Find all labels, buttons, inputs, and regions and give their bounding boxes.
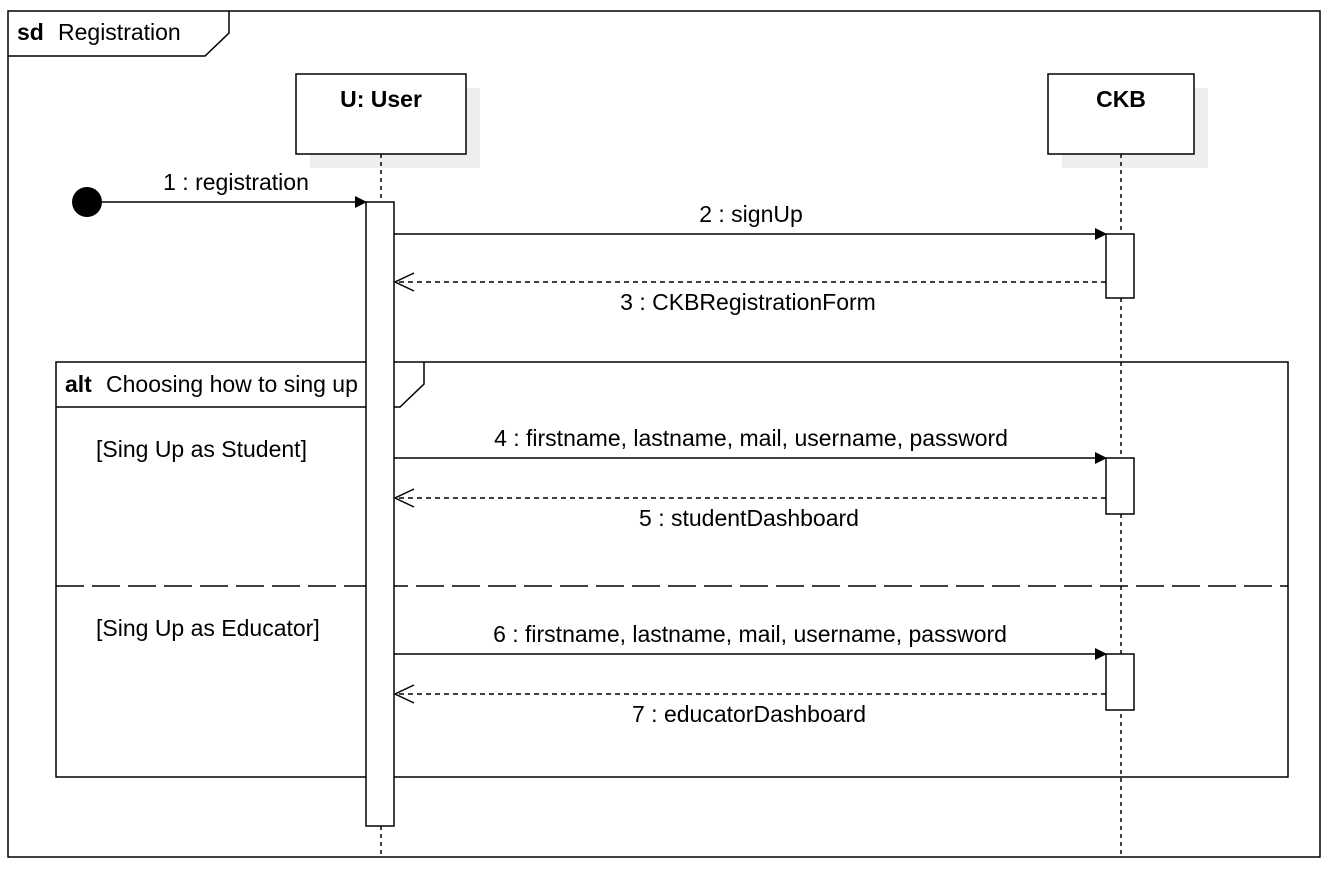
message-2-label: 2 : signUp [699, 201, 803, 227]
alt-fragment [55, 361, 1289, 778]
sd-frame-title: Registration [58, 19, 181, 45]
message-4-label: 4 : firstname, lastname, mail, username,… [494, 425, 1008, 451]
ckb-activation-1 [1105, 233, 1135, 299]
ckb-lifeline-head[interactable] [1047, 73, 1195, 155]
ckb-activation-2 [1105, 457, 1135, 515]
message-3-arrowhead [393, 272, 415, 292]
sd-frame-keyword: sd [17, 19, 44, 45]
alt-guard-student: [Sing Up as Student] [96, 436, 307, 462]
message-7-arrowhead [393, 684, 415, 704]
sd-frame-tab [8, 11, 230, 57]
ckb-lifeline-label: CKB [1096, 86, 1146, 112]
message-3-label: 3 : CKBRegistrationForm [620, 289, 876, 315]
message-7-label: 7 : educatorDashboard [632, 701, 866, 727]
ckb-activation-3 [1105, 653, 1135, 711]
user-lifeline-head[interactable] [295, 73, 467, 155]
alt-guard-educator: [Sing Up as Educator] [96, 615, 320, 641]
message-1-label: 1 : registration [163, 169, 309, 195]
alt-fragment-operator: alt [65, 371, 92, 397]
sd-frame [7, 10, 1321, 858]
message-5-arrowhead [393, 488, 415, 508]
alt-fragment-condition: Choosing how to sing up [106, 371, 358, 397]
user-lifeline-label: U: User [340, 86, 422, 112]
user-activation [365, 201, 395, 827]
alt-fragment-tab [56, 362, 425, 408]
message-5-label: 5 : studentDashboard [639, 505, 859, 531]
message-6-label: 6 : firstname, lastname, mail, username,… [493, 621, 1007, 647]
